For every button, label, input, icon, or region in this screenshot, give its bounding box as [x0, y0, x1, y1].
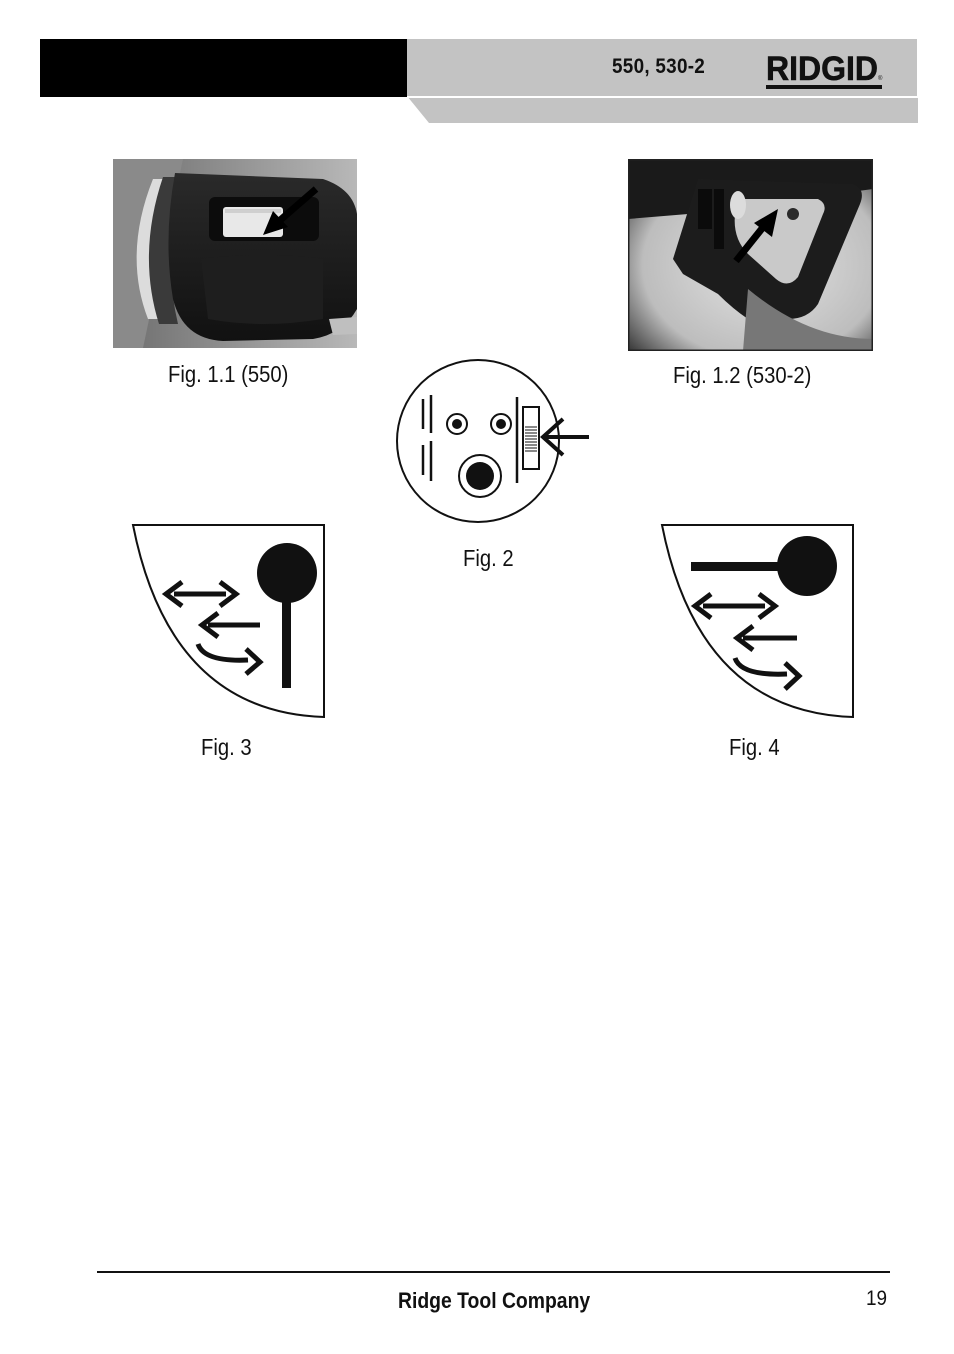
ridgid-logo: RIDGID ®: [766, 51, 883, 89]
fig-1-1-photo: [113, 159, 357, 348]
fig-3-caption: Fig. 3: [201, 734, 252, 760]
svg-text:®: ®: [878, 75, 883, 82]
fig-4-diagram: [660, 524, 854, 719]
footer-company: Ridge Tool Company: [398, 1288, 591, 1313]
header-gray-tab: [407, 96, 918, 123]
header-black-bar: [40, 39, 408, 97]
fig-1-2-caption: Fig. 1.2 (530-2): [673, 362, 812, 388]
fig-3-diagram: [131, 524, 325, 719]
svg-text:RIDGID: RIDGID: [766, 51, 878, 88]
fig-2-caption: Fig. 2: [463, 545, 514, 571]
footer-rule: [97, 1271, 890, 1273]
fig-1-2-photo: [628, 159, 873, 351]
model-number: 550, 530-2: [612, 55, 706, 78]
page-number: 19: [866, 1287, 888, 1310]
fig-4-caption: Fig. 4: [729, 734, 780, 760]
fig-2-switch-diagram: [396, 359, 589, 523]
fig-1-1-caption: Fig. 1.1 (550): [168, 361, 289, 387]
